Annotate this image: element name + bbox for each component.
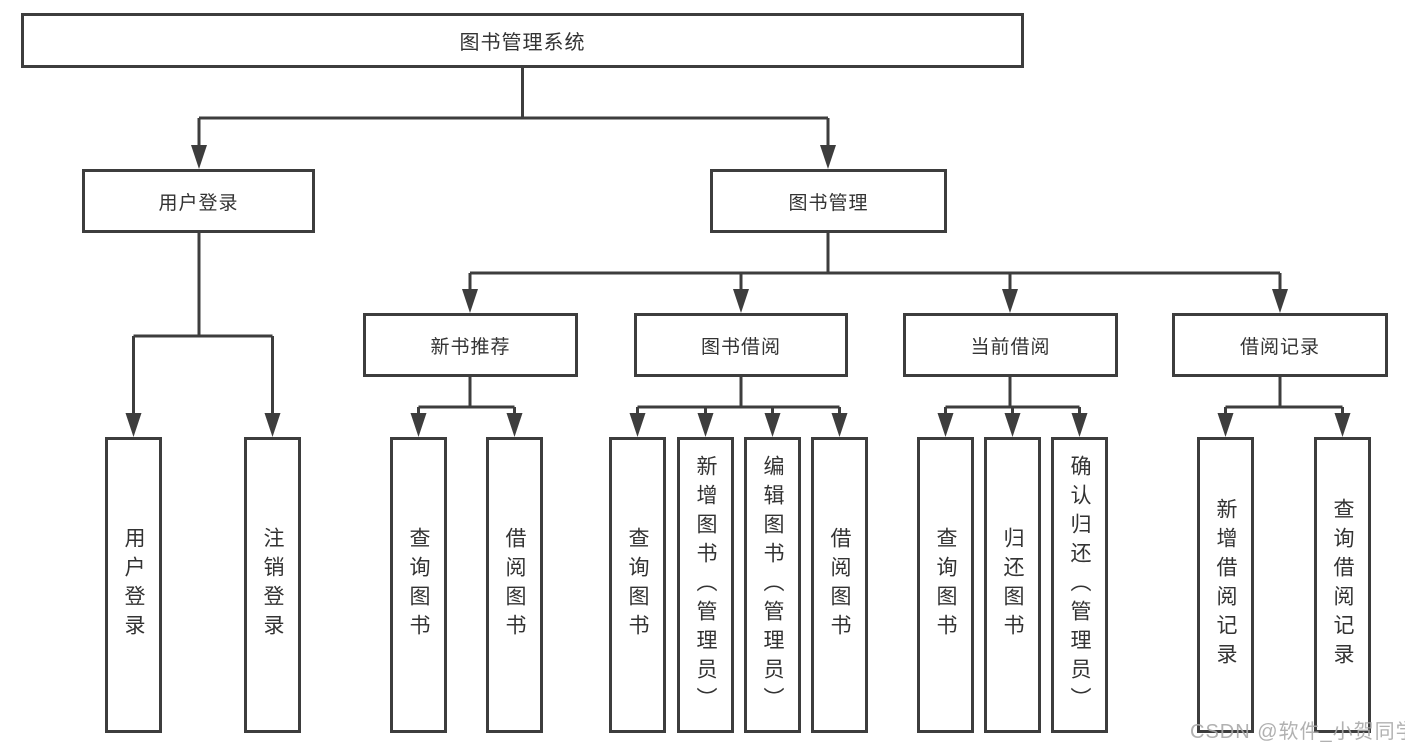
leaf-label: 借阅图书	[828, 527, 851, 643]
leaf-label: 新增图书（管理员）	[694, 454, 717, 716]
leaf-logout: 注销登录	[244, 437, 301, 733]
leaf-label: 新增借阅记录	[1214, 498, 1237, 672]
leaf-label: 查询图书	[407, 527, 430, 643]
leaf-label: 查询图书	[934, 527, 957, 643]
leaf-label: 查询借阅记录	[1331, 498, 1354, 672]
leaf-label: 编辑图书（管理员）	[761, 454, 784, 716]
node-current-borrowing: 当前借阅	[903, 313, 1118, 377]
leaf-label: 归还图书	[1001, 527, 1024, 643]
leaf-query-books-borrowing: 查询图书	[609, 437, 666, 733]
node-library-management-system: 图书管理系统	[21, 13, 1024, 68]
csdn-watermark: CSDN @软件_小贺同学	[1190, 721, 1405, 743]
leaf-add-borrow-record: 新增借阅记录	[1197, 437, 1254, 733]
leaf-label: 用户登录	[122, 527, 145, 643]
node-borrowing-records: 借阅记录	[1172, 313, 1388, 377]
leaf-query-borrow-record: 查询借阅记录	[1314, 437, 1371, 733]
leaf-query-books-current: 查询图书	[917, 437, 974, 733]
leaf-borrow-books-borrowing: 借阅图书	[811, 437, 868, 733]
leaf-label: 确认归还（管理员）	[1068, 454, 1091, 716]
node-new-book-recommendation: 新书推荐	[363, 313, 578, 377]
leaf-borrow-books-recommend: 借阅图书	[486, 437, 543, 733]
leaf-label: 借阅图书	[503, 527, 526, 643]
leaf-return-books: 归还图书	[984, 437, 1041, 733]
node-user-login: 用户登录	[82, 169, 315, 233]
leaf-add-books-admin: 新增图书（管理员）	[677, 437, 734, 733]
leaf-confirm-return-admin: 确认归还（管理员）	[1051, 437, 1108, 733]
leaf-query-books-recommend: 查询图书	[390, 437, 447, 733]
node-book-borrowing: 图书借阅	[634, 313, 848, 377]
leaf-label: 注销登录	[261, 527, 284, 643]
leaf-user-login: 用户登录	[105, 437, 162, 733]
leaf-edit-books-admin: 编辑图书（管理员）	[744, 437, 801, 733]
node-book-management: 图书管理	[710, 169, 947, 233]
leaf-label: 查询图书	[626, 527, 649, 643]
